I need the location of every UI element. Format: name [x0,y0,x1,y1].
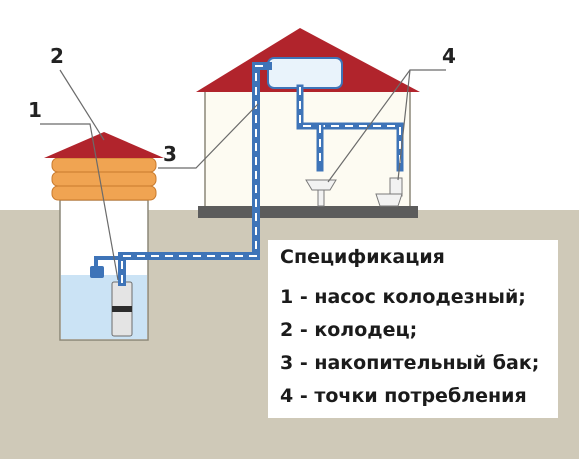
specification-item: 1 - насос колодезный; [280,286,526,308]
house-wall [204,89,411,209]
callout-4: 4 [442,44,456,68]
callout-3: 3 [163,142,177,166]
callout-leaders [40,69,446,281]
specification-item: 4 - точки потребления [280,385,527,407]
specification-item: 2 - колодец; [280,319,418,341]
well-roof [44,132,164,158]
specification-item: 3 - накопительный бак; [280,352,540,374]
storage-tank [267,57,343,89]
specification-title: Спецификация [280,246,445,268]
well-water [61,275,147,339]
toilet [375,177,403,207]
sink [305,179,337,207]
specification-panel: Спецификация 1 - насос колодезный; 2 - к… [268,240,558,418]
callout-1: 1 [28,98,42,122]
well-logs [51,157,157,201]
house-foundation [198,206,418,218]
callout-2: 2 [50,44,64,68]
pipes [94,62,404,286]
